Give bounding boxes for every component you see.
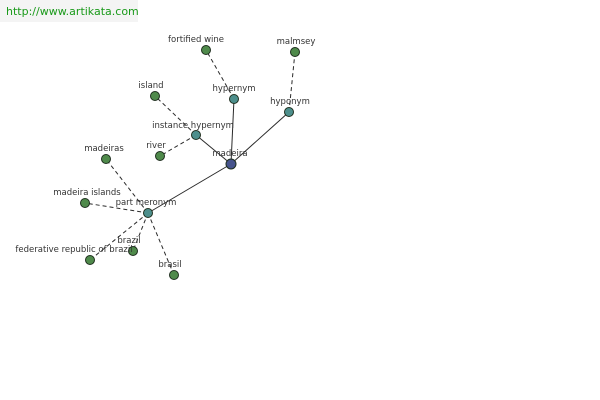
edge-part-meronym-to-madeiras xyxy=(105,158,149,214)
node-fortified-wine[interactable]: fortified wine xyxy=(168,35,224,55)
edge-part-meronym-to-brasil xyxy=(147,212,175,276)
node-label-part-meronym: part meronym xyxy=(116,198,177,208)
edge-hypernym-to-fortified-wine xyxy=(205,49,235,100)
node-madeira[interactable]: madeira xyxy=(212,149,248,170)
node-label-hypernym: hypernym xyxy=(212,84,255,94)
node-circle-hypernym[interactable] xyxy=(229,94,239,104)
node-circle-brazil[interactable] xyxy=(128,246,138,256)
node-label-madeira: madeira xyxy=(212,149,247,159)
site-url-link[interactable]: http://www.artikata.com xyxy=(0,0,139,22)
node-label-federative-republic-of-brazil: federative republic of brazil xyxy=(15,245,132,255)
node-instance-hypernym[interactable]: instance hypernym xyxy=(152,121,234,140)
edge-hyponym-to-malmsey xyxy=(288,51,296,113)
node-label-hyponym: hyponym xyxy=(270,97,310,107)
edge-part-meronym-to-madeira-islands xyxy=(84,202,149,214)
node-circle-river[interactable] xyxy=(155,151,165,161)
edge-instance-hypernym-to-island xyxy=(154,95,197,136)
node-brazil[interactable]: brazil xyxy=(117,236,141,256)
node-circle-federative-republic-of-brazil[interactable] xyxy=(85,255,95,265)
edge-madeira-to-part-meronym xyxy=(147,163,232,214)
node-circle-instance-hypernym[interactable] xyxy=(191,130,201,140)
node-label-malmsey: malmsey xyxy=(277,37,316,47)
node-circle-part-meronym[interactable] xyxy=(143,208,153,218)
graph-edges xyxy=(84,49,296,276)
edge-madeira-to-hypernym xyxy=(230,98,235,165)
node-part-meronym[interactable]: part meronym xyxy=(116,198,177,218)
node-label-island: island xyxy=(138,81,163,91)
node-island[interactable]: island xyxy=(138,81,164,101)
node-label-brasil: brasil xyxy=(158,260,181,270)
node-circle-fortified-wine[interactable] xyxy=(201,45,211,55)
node-circle-hyponym[interactable] xyxy=(284,107,294,117)
edge-madeira-to-instance-hypernym xyxy=(195,134,232,165)
node-circle-island[interactable] xyxy=(150,91,160,101)
node-madeira-islands[interactable]: madeira islands xyxy=(53,188,121,208)
node-label-madeiras: madeiras xyxy=(84,144,124,154)
graph-nodes: madeira hypernym hyponym instance hypernym p… xyxy=(15,35,315,280)
node-label-river: river xyxy=(146,141,166,151)
node-hypernym[interactable]: hypernym xyxy=(212,84,256,104)
node-circle-malmsey[interactable] xyxy=(290,47,300,57)
node-federative-republic-of-brazil[interactable]: federative republic of brazil xyxy=(15,245,133,265)
node-label-instance-hypernym: instance hypernym xyxy=(152,121,234,131)
edge-part-meronym-to-federative-republic-of-brazil xyxy=(89,212,149,261)
node-circle-madeira-islands[interactable] xyxy=(80,198,90,208)
node-label-fortified-wine: fortified wine xyxy=(168,35,224,45)
node-label-brazil: brazil xyxy=(117,236,140,246)
node-river[interactable]: river xyxy=(146,141,166,161)
node-circle-brasil[interactable] xyxy=(169,270,179,280)
node-hyponym[interactable]: hyponym xyxy=(270,97,310,117)
node-brasil[interactable]: brasil xyxy=(158,260,182,280)
node-madeiras[interactable]: madeiras xyxy=(84,144,124,164)
edge-madeira-to-hyponym xyxy=(230,111,290,165)
node-circle-madeira[interactable] xyxy=(225,158,237,170)
node-circle-madeiras[interactable] xyxy=(101,154,111,164)
node-label-madeira-islands: madeira islands xyxy=(53,188,121,198)
node-malmsey[interactable]: malmsey xyxy=(277,37,316,57)
